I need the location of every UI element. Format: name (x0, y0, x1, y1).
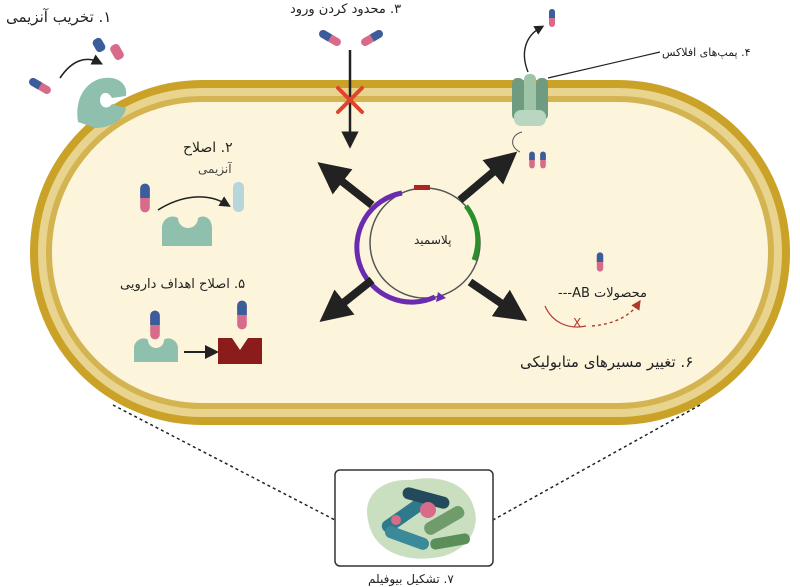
antibiotic-capsule-icon (27, 76, 53, 96)
antibiotic-capsule-icon (549, 9, 555, 27)
label-efflux-pumps: ۴. پمپ‌های افلاکس (662, 46, 751, 59)
altered-target-icon (218, 338, 262, 364)
label-enzymatic-modification: ۲. اصلاح (183, 140, 233, 156)
bacterial-cell (30, 80, 790, 425)
label-ab-products: محصولات AB--- (558, 286, 648, 301)
efflux-pointer-line (547, 51, 661, 79)
plasmid-arrows (317, 151, 528, 322)
efflux-pump-icon (512, 74, 548, 126)
antibiotic-capsule-icon (150, 310, 160, 340)
label-biofilm: ۷. تشکیل بیوفیلم (368, 572, 454, 586)
antibiotic-capsule-icon (237, 300, 247, 330)
blocked-mark: X (573, 316, 582, 330)
label-enzymatic-modification-sub: آنزیمی (198, 162, 232, 176)
label-restricted-entry: ۳. محدود کردن ورود (290, 2, 402, 17)
antibiotic-fragment-icon (92, 37, 124, 60)
degradation-arrow (59, 54, 104, 79)
antibiotic-capsule-icon (540, 151, 546, 169)
antibiotic-capsule-icon (529, 151, 535, 169)
antibiotic-capsule-icon (317, 28, 343, 48)
plasmid-icon (354, 185, 481, 305)
blocked-pathway-arrow (544, 305, 587, 328)
label-target-modification: ۵. اصلاح اهداف دارویی (120, 277, 246, 292)
drug-target-icon (134, 338, 178, 362)
label-plasmid: پلاسمید (414, 233, 452, 247)
alternative-pathway-arrow (591, 299, 641, 327)
cross-icon (336, 86, 364, 114)
antibiotic-capsule-icon (140, 183, 150, 213)
enzyme-icon (162, 216, 212, 246)
label-metabolic-pathways: ۶. تغییر مسیرهای متابولیکی (520, 353, 694, 371)
modification-arrow (157, 196, 231, 211)
label-enzymatic-degradation: ۱. تخریب آنزیمی (6, 8, 112, 26)
antibiotic-capsule-icon (596, 252, 604, 272)
efflux-in-curve (512, 131, 523, 153)
modified-antibiotic-icon (233, 182, 244, 212)
antibiotic-capsule-icon (359, 28, 385, 48)
biofilm-icon (367, 478, 476, 559)
enzyme-icon (77, 77, 127, 128)
efflux-out-arrow (523, 25, 545, 73)
